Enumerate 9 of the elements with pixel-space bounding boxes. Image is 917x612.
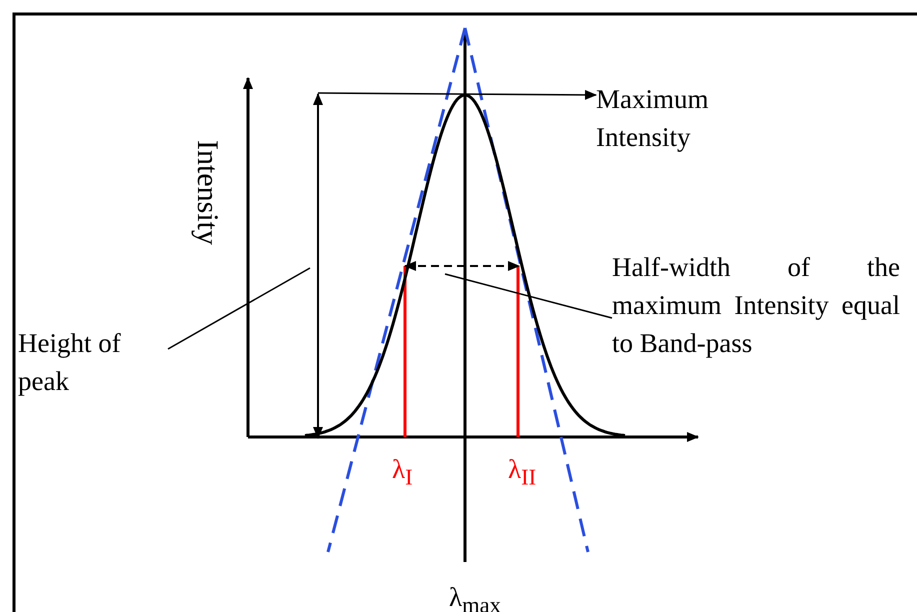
- annotation-text: Half-width of the maximum Intensity equal to Band-pass: [612, 251, 900, 360]
- leader-line: [444, 273, 612, 319]
- annotation-text: Maximum Intensity: [596, 83, 710, 154]
- annotation-text: Height of peak: [18, 327, 122, 398]
- axis-label: Intensity: [190, 140, 225, 245]
- leader-line: [168, 267, 310, 350]
- arrow: [318, 90, 597, 100]
- wavelength-label: λ$_{II}$: [508, 453, 536, 492]
- wavelength-label: λ$_{I}$: [392, 453, 413, 492]
